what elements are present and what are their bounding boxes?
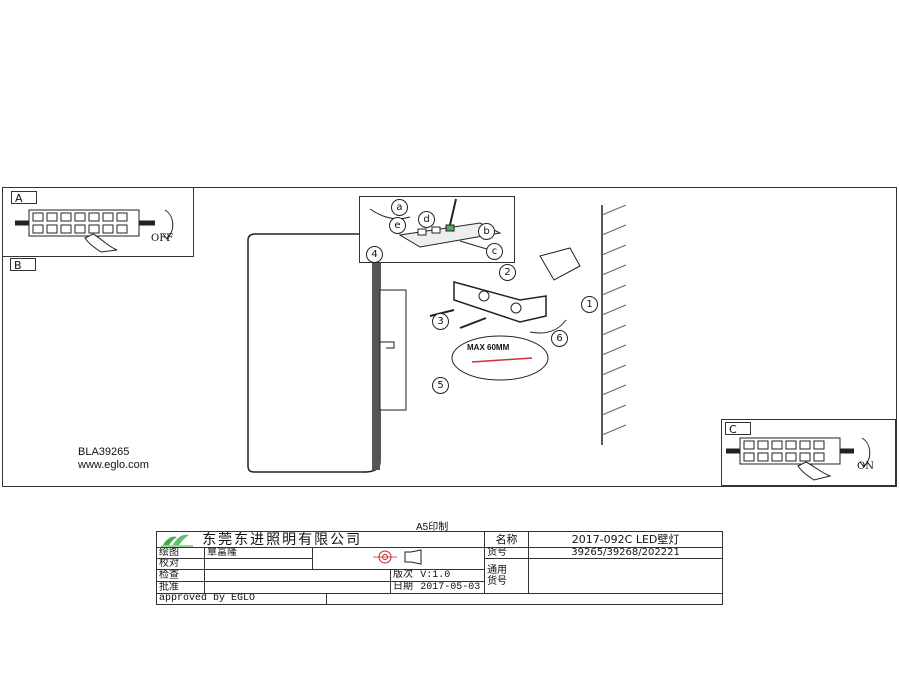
callout-e: e [389,217,406,234]
max-60mm-label: MAX 60MM [467,343,510,352]
approved-by: approved by EGLO [156,593,327,605]
terminal-block-on-illustration [726,437,871,481]
inspect-label: 检查 [156,569,205,582]
date-label: 日期 [393,581,413,592]
universal-label: 通用货号 [484,558,530,594]
callout-3: 3 [432,313,449,330]
instruction-frame [2,187,897,487]
check-value [204,558,313,570]
print-note: A5印制 [416,522,449,533]
wiring-detail-illustration [369,198,502,254]
wall-lamp-illustration [247,233,407,473]
panel-c: C ON [721,419,896,486]
name-label: 名称 [484,531,530,548]
version-cell: 版次 V:1.0 [389,569,486,582]
version-label: 版次 [393,569,413,580]
callout-5: 5 [432,377,449,394]
panel-a-tag: A [11,191,37,205]
approved-by-blank [325,593,724,605]
company-name: 东莞东进照明有限公司 [202,531,363,548]
callout-2: 2 [499,264,516,281]
on-label: ON [857,461,874,472]
off-label: OFF [151,233,174,244]
version-value: V:1.0 [420,570,451,581]
projection-symbol-cell [311,547,486,570]
website: www.eglo.com [78,459,149,471]
name-value: 2017-092C LED壁灯 [528,531,724,548]
mounting-bracket-illustration [429,247,581,381]
approve-label: 批准 [156,581,205,594]
date-cell: 日期 2017-05-03 [389,581,486,594]
check-label: 校对 [156,558,205,570]
callout-d: d [418,211,435,228]
wall-illustration [601,205,627,445]
company-logo [161,534,193,546]
panel-b-tag: B [10,258,36,272]
universal-value [528,558,724,594]
callout-a: a [391,199,408,216]
projection-symbol-icon [372,549,422,565]
callout-1: 1 [581,296,598,313]
wiring-detail-inset: a d e b c [359,196,515,263]
terminal-block-off-illustration [15,209,174,253]
callout-4: 4 [366,246,383,263]
drawn-label: 绘图 [156,547,205,559]
callout-c: c [486,243,503,260]
title-block: 东莞东进照明有限公司 名称 2017-092C LED壁灯 绘图 覃富隆 货号 … [155,531,724,605]
approve-value [204,581,391,594]
callout-b: b [478,223,495,240]
product-code: BLA39265 [78,446,130,458]
inspect-value [204,569,391,582]
company-cell: 东莞东进照明有限公司 [155,531,486,548]
callout-6: 6 [551,330,568,347]
article-value: 39265/39268/202221 [528,547,724,559]
drawn-value: 覃富隆 [204,547,313,559]
panel-a: A OFF [2,187,194,257]
date-value: 2017-05-03 [420,582,481,593]
article-label: 货号 [484,547,530,559]
panel-c-tag: C [725,422,751,436]
